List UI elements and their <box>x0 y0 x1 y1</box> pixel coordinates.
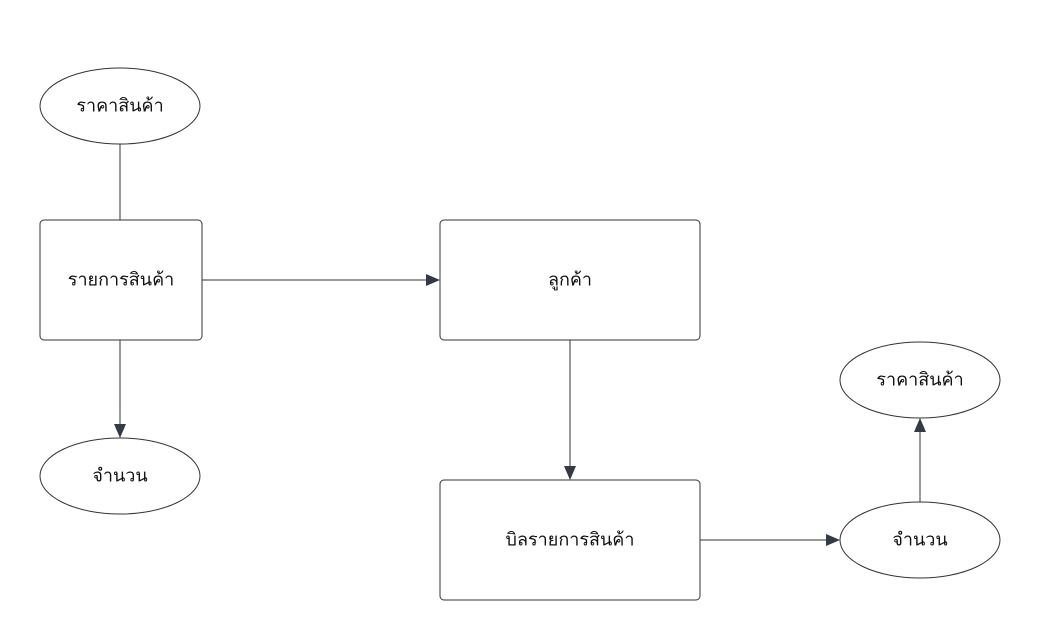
nodes-layer: ราคาสินค้ารายการสินค้าจำนวนลูกค้าบิลรายก… <box>39 67 1001 601</box>
edge-bill-to-quantity-right <box>700 534 840 546</box>
node-label: ราคาสินค้า <box>76 96 163 117</box>
node-rect <box>439 479 701 601</box>
node-price-right: ราคาสินค้า <box>839 341 1001 419</box>
edge-quantity-right-to-price-right <box>914 418 926 502</box>
node-quantity-right: จำนวน <box>839 501 1001 579</box>
arrow-head-icon <box>426 274 440 286</box>
node-label: รายการสินค้า <box>68 270 174 291</box>
node-rect <box>439 219 701 341</box>
node-price-top: ราคาสินค้า <box>39 67 201 145</box>
arrow-head-icon <box>826 534 840 546</box>
node-bill: บิลรายการสินค้า <box>439 479 701 601</box>
arrow-head-icon <box>114 424 126 438</box>
node-ellipse <box>839 341 1001 419</box>
node-product-list: รายการสินค้า <box>39 219 203 341</box>
arrow-head-icon <box>914 418 926 432</box>
node-label: จำนวน <box>92 466 147 487</box>
node-ellipse <box>839 501 1001 579</box>
node-ellipse <box>39 437 201 515</box>
node-label: บิลรายการสินค้า <box>506 530 635 551</box>
node-customer: ลูกค้า <box>439 219 701 341</box>
node-rect <box>39 219 203 341</box>
edge-product-list-to-quantity-left <box>114 340 126 438</box>
edges-layer <box>114 124 926 546</box>
arrow-head-icon <box>564 466 576 480</box>
node-label: ราคาสินค้า <box>876 370 963 391</box>
node-ellipse <box>39 67 201 145</box>
edge-product-list-to-customer <box>202 274 440 286</box>
node-quantity-left: จำนวน <box>39 437 201 515</box>
edge-customer-to-bill <box>564 340 576 480</box>
node-label: ลูกค้า <box>548 270 592 291</box>
node-label: จำนวน <box>892 530 947 551</box>
